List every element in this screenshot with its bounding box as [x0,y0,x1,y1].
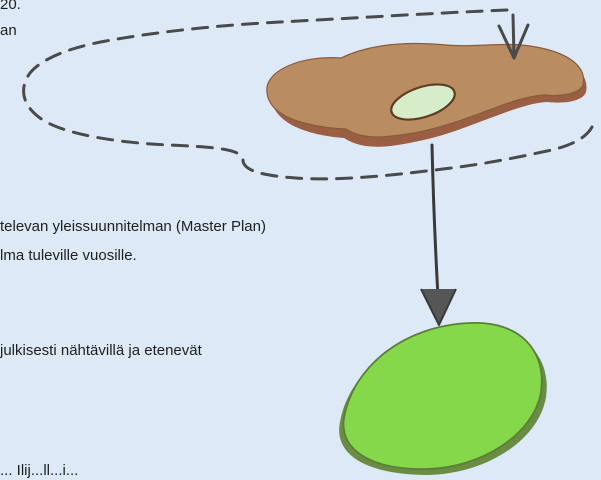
paragraph-fragment-5: julkisesti nähtävillä ja etenevät [0,342,202,359]
inner-spot [390,83,456,121]
paragraph-fragment-3: televan yleissuunnitelman (Master Plan) [0,218,266,235]
dashed-loop-arrow [497,13,530,60]
paragraph-fragment-1: 20. [0,0,21,13]
lower-island [342,322,543,470]
paragraph-fragment-2: an [0,22,17,39]
down-arrow-head [420,288,457,326]
paragraph-fragment-4: lma tuleville vuosille. [0,247,137,264]
dashed-loop-path [22,8,594,181]
